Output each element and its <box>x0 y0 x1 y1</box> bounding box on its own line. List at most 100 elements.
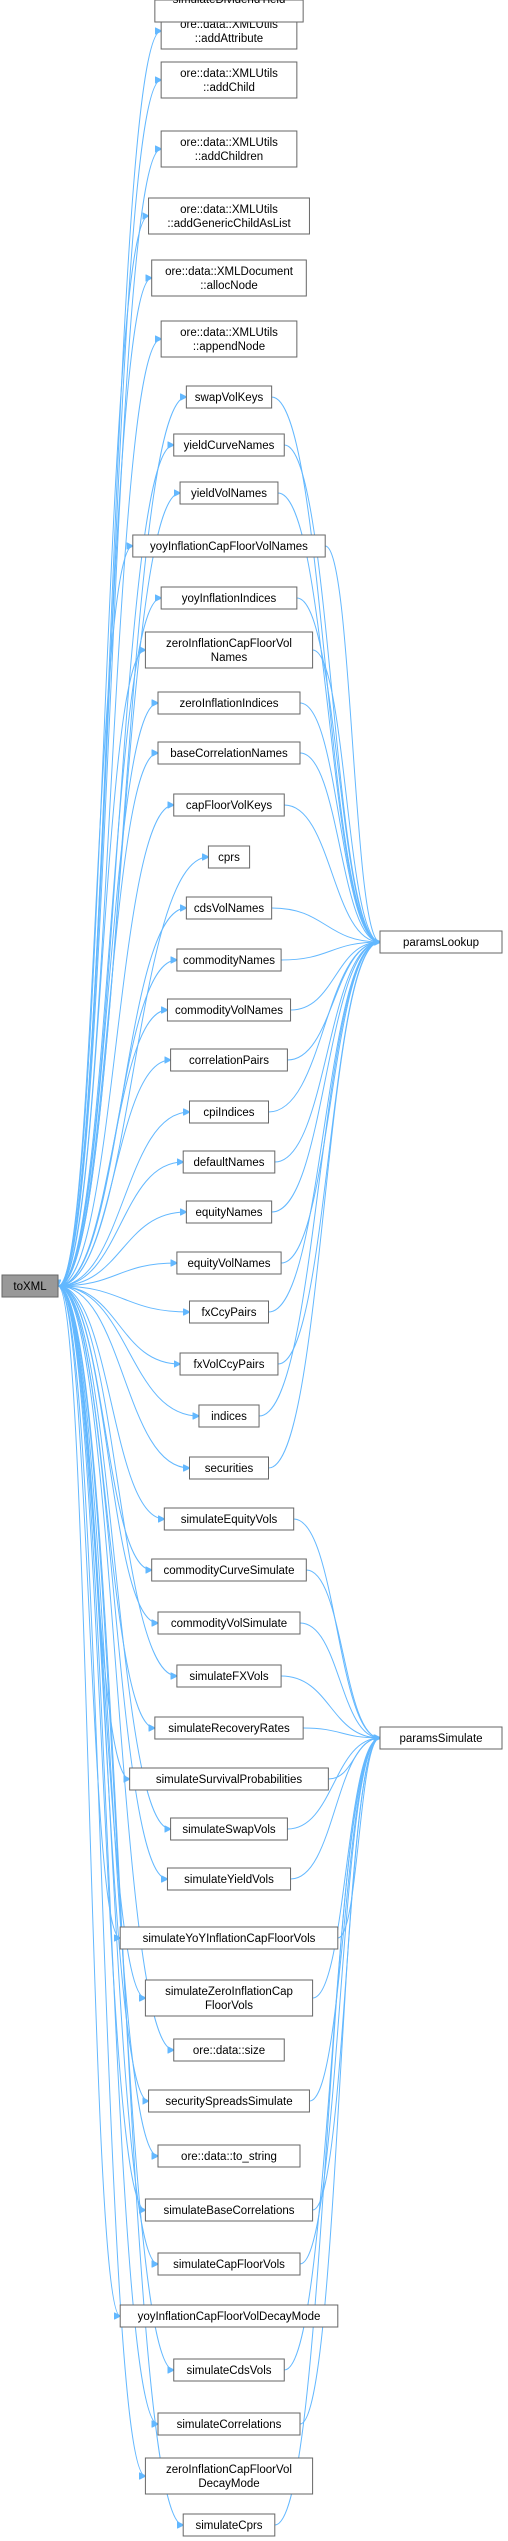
node-box[interactable] <box>185 896 273 920</box>
graph-node-simulatefxvols[interactable]: simulateFXVols <box>176 1664 282 1688</box>
graph-node-simulateyoyinflationcapfloorvols[interactable]: simulateYoYInflationCapFloorVols <box>119 1926 339 1950</box>
node-box[interactable] <box>157 2252 301 2276</box>
node-box[interactable] <box>157 691 301 715</box>
node-box[interactable] <box>154 0 304 23</box>
graph-node-simulatedividendyield[interactable]: simulateDividendYield <box>154 0 304 23</box>
node-box[interactable] <box>176 1251 282 1275</box>
graph-node-simulateswapvols[interactable]: simulateSwapVols <box>170 1817 288 1841</box>
node-box[interactable] <box>148 2089 310 2113</box>
graph-node-correlationpairs[interactable]: correlationPairs <box>170 1048 288 1072</box>
node-box[interactable] <box>157 2412 301 2436</box>
graph-node-paramslookup[interactable]: paramsLookup <box>379 930 503 954</box>
node-box[interactable] <box>144 2198 314 2222</box>
node-box[interactable] <box>160 61 298 99</box>
graph-node-simulaterecoveryrates[interactable]: simulateRecoveryRates <box>154 1716 304 1740</box>
graph-node-ore-data-size[interactable]: ore::data::size <box>173 2038 285 2062</box>
node-box[interactable] <box>132 534 326 558</box>
node-box[interactable] <box>170 1048 288 1072</box>
node-box[interactable] <box>173 433 285 457</box>
graph-node-capfloorvolkeys[interactable]: capFloorVolKeys <box>173 793 285 817</box>
graph-node-ore-data-xmldocument-allocnode[interactable]: ore::data::XMLDocument::allocNode <box>151 259 307 297</box>
graph-node-defaultnames[interactable]: defaultNames <box>182 1150 276 1174</box>
node-box[interactable] <box>163 1507 295 1531</box>
node-box[interactable] <box>148 197 310 235</box>
node-box[interactable] <box>185 385 273 409</box>
node-box[interactable] <box>176 1664 282 1688</box>
graph-node-cdsvolnames[interactable]: cdsVolNames <box>185 896 273 920</box>
graph-node-ore-data-xmlutils-addchild[interactable]: ore::data::XMLUtils::addChild <box>160 61 298 99</box>
graph-node-ore-data-xmlutils-addgenericchildaslist[interactable]: ore::data::XMLUtils::addGenericChildAsLi… <box>148 197 310 235</box>
graph-node-yoyinflationindices[interactable]: yoyInflationIndices <box>160 586 298 610</box>
graph-node-simulatecorrelations[interactable]: simulateCorrelations <box>157 2412 301 2436</box>
node-box[interactable] <box>189 1300 269 1324</box>
node-box[interactable] <box>179 1352 279 1376</box>
graph-node-simulatesurvivalprobabilities[interactable]: simulateSurvivalProbabilities <box>129 1767 329 1791</box>
graph-node-yoyinflationcapfloorvoldecaymode[interactable]: yoyInflationCapFloorVolDecayMode <box>119 2304 339 2328</box>
graph-node-cpiindices[interactable]: cpiIndices <box>189 1100 269 1124</box>
graph-node-simulatecapfloorvols[interactable]: simulateCapFloorVols <box>157 2252 301 2276</box>
graph-node-ore-data-xmlutils-addchildren[interactable]: ore::data::XMLUtils::addChildren <box>160 130 298 168</box>
graph-node-simulateequityvols[interactable]: simulateEquityVols <box>163 1507 295 1531</box>
node-box[interactable] <box>170 1817 288 1841</box>
node-box[interactable] <box>144 2457 314 2495</box>
graph-node-simulateyieldvols[interactable]: simulateYieldVols <box>166 1867 292 1891</box>
node-box[interactable] <box>182 1150 276 1174</box>
node-box[interactable] <box>151 259 307 297</box>
node-box[interactable] <box>144 631 314 669</box>
node-box[interactable] <box>119 1926 339 1950</box>
graph-node-commoditynames[interactable]: commodityNames <box>176 948 282 972</box>
node-box[interactable] <box>379 1726 503 1750</box>
node-box[interactable] <box>198 1404 260 1428</box>
node-box[interactable] <box>157 2144 301 2168</box>
graph-node-commoditycurvesimulate[interactable]: commodityCurveSimulate <box>151 1558 307 1582</box>
node-box[interactable] <box>207 845 251 869</box>
graph-node-indices[interactable]: indices <box>198 1404 260 1428</box>
graph-node-simulatebasecorrelations[interactable]: simulateBaseCorrelations <box>144 2198 314 2222</box>
graph-node-yieldcurvenames[interactable]: yieldCurveNames <box>173 433 285 457</box>
node-box[interactable] <box>173 793 285 817</box>
node-box[interactable] <box>189 1100 269 1124</box>
graph-node-equitynames[interactable]: equityNames <box>185 1200 273 1224</box>
graph-node-yoyinflationcapfloorvolnames[interactable]: yoyInflationCapFloorVolNames <box>132 534 326 558</box>
node-box[interactable] <box>144 1979 314 2017</box>
node-box[interactable] <box>379 930 503 954</box>
graph-node-commodityvolnames[interactable]: commodityVolNames <box>166 998 292 1022</box>
node-box[interactable] <box>151 1558 307 1582</box>
graph-node-commodityvolsimulate[interactable]: commodityVolSimulate <box>157 1611 301 1635</box>
graph-node-equityvolnames[interactable]: equityVolNames <box>176 1251 282 1275</box>
node-box[interactable] <box>173 2358 285 2382</box>
graph-node-toxml[interactable]: toXML <box>1 1274 59 1298</box>
node-box[interactable] <box>189 1456 269 1480</box>
graph-node-ore-data-to-string[interactable]: ore::data::to_string <box>157 2144 301 2168</box>
graph-node-swapvolkeys[interactable]: swapVolKeys <box>185 385 273 409</box>
node-box[interactable] <box>119 2304 339 2328</box>
graph-node-fxvolccypairs[interactable]: fxVolCcyPairs <box>179 1352 279 1376</box>
graph-node-basecorrelationnames[interactable]: baseCorrelationNames <box>157 741 301 765</box>
node-box[interactable] <box>176 948 282 972</box>
node-box[interactable] <box>160 130 298 168</box>
node-box[interactable] <box>179 481 279 505</box>
graph-node-fxccypairs[interactable]: fxCcyPairs <box>189 1300 269 1324</box>
graph-node-simulatecdsvols[interactable]: simulateCdsVols <box>173 2358 285 2382</box>
node-box[interactable] <box>160 586 298 610</box>
graph-node-simulatecprs[interactable]: simulateCprs <box>182 2513 276 2537</box>
graph-node-securityspreadssimulate[interactable]: securitySpreadsSimulate <box>148 2089 310 2113</box>
node-box[interactable] <box>1 1274 59 1298</box>
graph-node-securities[interactable]: securities <box>189 1456 269 1480</box>
node-box[interactable] <box>157 1611 301 1635</box>
node-box[interactable] <box>166 1867 292 1891</box>
graph-node-yieldvolnames[interactable]: yieldVolNames <box>179 481 279 505</box>
node-box[interactable] <box>157 741 301 765</box>
node-box[interactable] <box>166 998 292 1022</box>
node-box[interactable] <box>173 2038 285 2062</box>
graph-node-cprs[interactable]: cprs <box>207 845 251 869</box>
graph-node-paramssimulate[interactable]: paramsSimulate <box>379 1726 503 1750</box>
node-box[interactable] <box>160 320 298 358</box>
graph-node-ore-data-xmlutils-appendnode[interactable]: ore::data::XMLUtils::appendNode <box>160 320 298 358</box>
node-box[interactable] <box>129 1767 329 1791</box>
node-box[interactable] <box>185 1200 273 1224</box>
node-box[interactable] <box>182 2513 276 2537</box>
